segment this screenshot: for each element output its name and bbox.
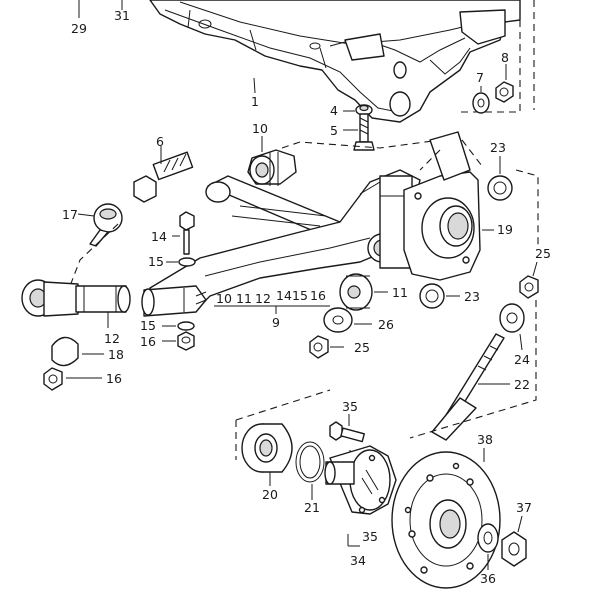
- label-19: 19: [497, 222, 513, 237]
- link-12: [21, 279, 131, 328]
- label-7: 7: [476, 70, 484, 85]
- label-35-top: 35: [342, 399, 358, 414]
- label-21: 21: [304, 500, 320, 515]
- label-14: 14: [151, 229, 167, 244]
- callout-labels: 29 31 1 8 7 4 5 10 6 23 17 14 15 19 25 1…: [62, 8, 551, 586]
- label-14-group: 14: [276, 288, 292, 303]
- bolt-14: [172, 211, 195, 255]
- nut-25-center: [309, 335, 344, 359]
- nut-8: [495, 64, 514, 103]
- bushing-11: [339, 273, 388, 311]
- label-23-top: 23: [490, 140, 506, 155]
- shock-absorber-22: [431, 333, 510, 441]
- bolt-5: [343, 113, 375, 151]
- bearing-20: [241, 423, 293, 486]
- bushing-23-lower: [419, 283, 460, 309]
- label-16-group: 16: [310, 288, 326, 303]
- brake-disc-38: [391, 448, 501, 589]
- label-15-lower: 15: [140, 318, 156, 333]
- label-12: 12: [104, 331, 120, 346]
- bushing-23-top: [487, 156, 539, 250]
- label-17: 17: [62, 207, 78, 222]
- label-37: 37: [516, 500, 532, 515]
- washer-15-upper: [166, 257, 196, 267]
- bracket-34-35: [347, 534, 360, 547]
- group-bracket-9: [214, 305, 330, 314]
- bolt-35-top: [329, 414, 365, 443]
- label-24: 24: [514, 352, 530, 367]
- dashed-connector-lower-left: [235, 389, 331, 460]
- hub-flange-34: [324, 445, 397, 515]
- label-6: 6: [156, 134, 164, 149]
- label-29: 29: [71, 21, 87, 36]
- dashed-connector-shock: [409, 300, 537, 439]
- washer-36: [477, 523, 499, 570]
- nut-16-left: [43, 367, 102, 391]
- bushing-24: [499, 303, 525, 351]
- label-16-center: 16: [140, 334, 156, 349]
- label-20: 20: [262, 487, 278, 502]
- dashed-connector-left: [69, 223, 119, 287]
- nut-25-right: [519, 261, 539, 299]
- label-31: 31: [114, 8, 130, 23]
- label-38: 38: [477, 432, 493, 447]
- label-15-group: 15: [292, 288, 308, 303]
- washer-15-lower: [162, 321, 195, 331]
- label-9: 9: [272, 315, 280, 330]
- label-10-group: 10: [216, 291, 232, 306]
- label-11-group: 11: [236, 291, 252, 306]
- washer-26: [323, 307, 372, 333]
- bolt-17: [77, 203, 123, 247]
- bushing-10: [247, 136, 297, 186]
- bolt-6: [133, 146, 194, 203]
- label-1: 1: [251, 94, 259, 109]
- label-18: 18: [108, 347, 124, 362]
- label-35-bottom: 35: [362, 529, 378, 544]
- label-11: 11: [392, 285, 408, 300]
- cap-18: [51, 336, 104, 367]
- label-23-lower: 23: [464, 289, 480, 304]
- subframe-crossmember: [149, 0, 521, 123]
- link-12-right-half: [141, 285, 207, 317]
- label-5: 5: [330, 123, 338, 138]
- wheel-carrier-19: [403, 131, 494, 281]
- label-12-group: 12: [255, 291, 271, 306]
- label-8: 8: [501, 50, 509, 65]
- label-36: 36: [480, 571, 496, 586]
- label-25-right: 25: [535, 246, 551, 261]
- label-34: 34: [350, 553, 366, 568]
- label-15-upper: 15: [148, 254, 164, 269]
- circlip-21: [295, 441, 325, 500]
- label-26: 26: [378, 317, 394, 332]
- nut-37: [501, 515, 527, 567]
- label-10: 10: [252, 121, 268, 136]
- nut-16-center: [162, 331, 195, 351]
- label-16-left: 16: [106, 371, 122, 386]
- label-4: 4: [330, 103, 338, 118]
- label-25-center: 25: [354, 340, 370, 355]
- washer-7: [472, 86, 490, 114]
- label-22: 22: [514, 377, 530, 392]
